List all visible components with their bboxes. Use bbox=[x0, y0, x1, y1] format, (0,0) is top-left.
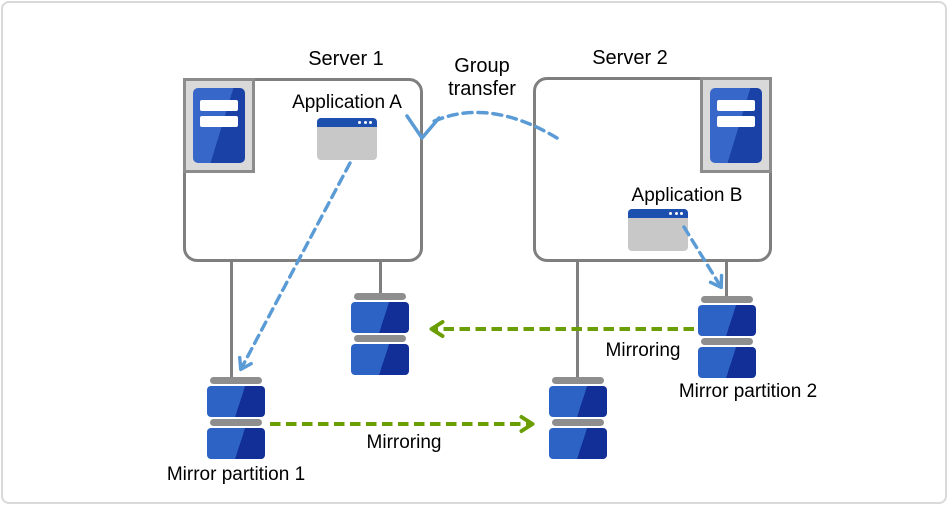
titlebar-dot bbox=[674, 212, 678, 215]
titlebar-dot bbox=[363, 121, 367, 124]
app-window-icon bbox=[317, 118, 377, 160]
server-slot bbox=[200, 116, 238, 127]
disk-platter bbox=[351, 302, 409, 333]
application-b-label: Application B bbox=[631, 185, 743, 206]
titlebar-dot bbox=[358, 121, 361, 124]
group-transfer-line1: Group bbox=[454, 55, 510, 77]
server1-label: Server 1 bbox=[308, 48, 384, 70]
server-slot bbox=[200, 100, 238, 111]
server-icon bbox=[183, 78, 255, 173]
mirror-partition-1-label: Mirror partition 1 bbox=[166, 464, 306, 485]
titlebar-dot bbox=[680, 212, 683, 215]
server2-label: Server 2 bbox=[592, 47, 668, 69]
disk-cap bbox=[552, 377, 604, 384]
disk-cap bbox=[701, 338, 753, 345]
disk-stack-icon bbox=[549, 377, 607, 459]
application-a-label: Application A bbox=[292, 92, 402, 113]
group-transfer-label: Group transfer bbox=[448, 55, 516, 101]
disk-platter bbox=[698, 305, 756, 336]
connector-line bbox=[379, 262, 382, 295]
disk-cap bbox=[701, 296, 753, 303]
disk-cap bbox=[210, 419, 262, 426]
connector-line bbox=[725, 262, 728, 297]
server-slot bbox=[717, 115, 755, 127]
disk-platter bbox=[207, 428, 265, 459]
disk-cap bbox=[552, 419, 604, 426]
disk-cap bbox=[354, 335, 406, 342]
disk-platter bbox=[207, 386, 265, 417]
mirroring-top-label: Mirroring bbox=[605, 340, 681, 361]
disk-platter bbox=[351, 344, 409, 375]
app-window-titlebar bbox=[628, 209, 688, 218]
mirror-partition-2-label: Mirror partition 2 bbox=[678, 381, 818, 402]
mirror-partition-1-disk-icon bbox=[207, 377, 265, 459]
disk-stack-icon bbox=[351, 293, 409, 375]
disk-platter bbox=[549, 386, 607, 417]
server-icon-body bbox=[710, 87, 762, 163]
titlebar-dot bbox=[369, 121, 372, 124]
server-slot bbox=[717, 99, 755, 111]
server-icon-body bbox=[193, 88, 245, 163]
mirroring-bottom-label: Mirroring bbox=[366, 432, 442, 453]
group-transfer-line2: transfer bbox=[448, 78, 516, 100]
titlebar-dot bbox=[669, 212, 672, 215]
app-window-titlebar bbox=[317, 118, 377, 127]
connector-line bbox=[230, 262, 233, 378]
mirror-partition-2-disk-icon bbox=[698, 296, 756, 378]
disk-cap bbox=[354, 293, 406, 300]
disk-platter bbox=[698, 347, 756, 378]
app-window-icon bbox=[628, 209, 688, 251]
disk-platter bbox=[549, 428, 607, 459]
server-icon bbox=[700, 77, 772, 173]
connector-line bbox=[576, 262, 579, 378]
disk-cap bbox=[210, 377, 262, 384]
